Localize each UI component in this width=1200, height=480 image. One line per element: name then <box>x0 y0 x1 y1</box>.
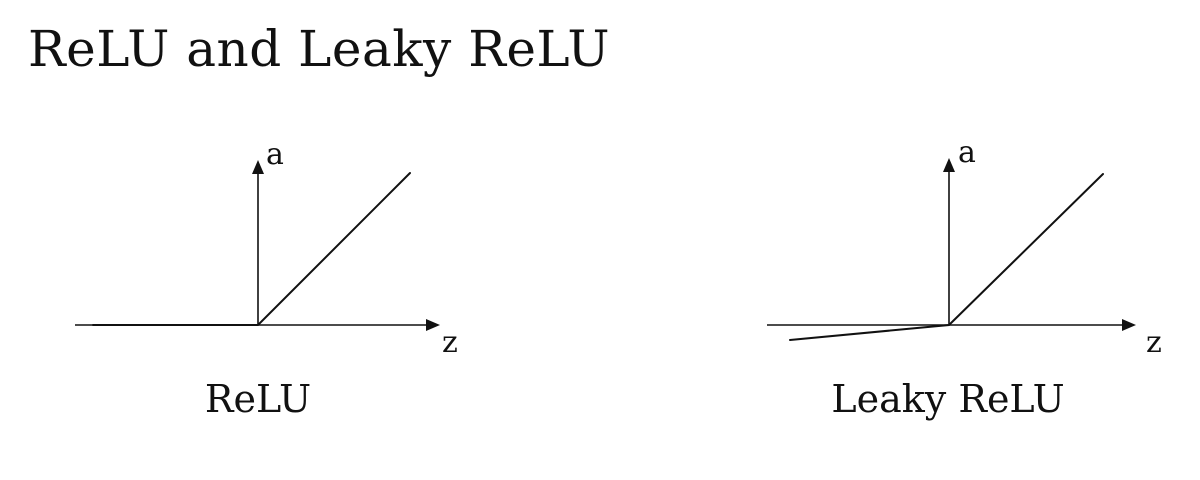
leaky-relu-y-axis-arrow <box>943 158 955 172</box>
relu-x-axis-arrow <box>426 319 440 331</box>
relu-y-axis-label: a <box>266 137 284 172</box>
leaky-relu-curve <box>789 173 1104 341</box>
leaky-relu-x-axis-arrow <box>1122 319 1136 331</box>
relu-x-axis-label: z <box>442 325 458 360</box>
leaky-relu-graph: a z Leaky ReLU <box>767 135 1162 421</box>
relu-y-axis-arrow <box>252 160 264 174</box>
relu-graph: a z ReLU <box>75 137 458 421</box>
relu-caption: ReLU <box>205 377 311 421</box>
relu-curve <box>92 172 411 326</box>
leaky-relu-y-axis-label: a <box>958 135 976 170</box>
slide-title: ReLU and Leaky ReLU <box>28 20 611 78</box>
leaky-relu-caption: Leaky ReLU <box>831 377 1064 421</box>
leaky-relu-x-axis-label: z <box>1146 325 1162 360</box>
